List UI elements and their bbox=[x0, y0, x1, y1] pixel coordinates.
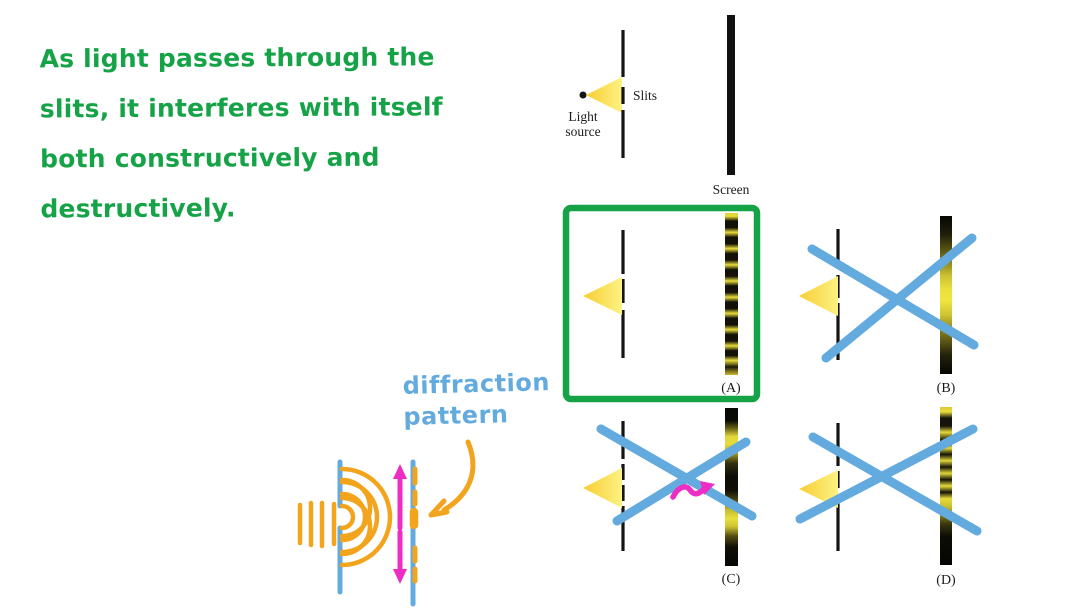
cross-out-mark bbox=[807, 233, 979, 363]
diffraction-pattern-strip bbox=[725, 408, 738, 566]
cross-out-mark bbox=[596, 424, 757, 526]
diffraction-pattern-strip bbox=[940, 216, 952, 374]
circular-wavefronts bbox=[339, 466, 393, 568]
option-b-panel: (B) bbox=[799, 216, 979, 396]
light-beam-triangle bbox=[583, 277, 622, 315]
cross-out-mark bbox=[795, 424, 982, 536]
light-beam-triangle bbox=[799, 276, 838, 316]
option-d-panel: (D) bbox=[795, 407, 982, 588]
note-line: destructively. bbox=[40, 193, 236, 224]
light-source-label-line1: Light bbox=[568, 109, 597, 124]
screen-bar bbox=[727, 15, 735, 175]
diffraction-pattern-label: diffraction pattern bbox=[402, 367, 551, 433]
pointer-arrow bbox=[428, 439, 476, 518]
light-beam-triangle bbox=[583, 468, 622, 508]
option-d-label: (D) bbox=[936, 573, 956, 588]
option-b-label: (B) bbox=[937, 381, 956, 396]
diffraction-label-line1: diffraction bbox=[402, 368, 551, 400]
handwritten-note: As light passes through the slits, it in… bbox=[39, 32, 580, 235]
correct-answer-box bbox=[562, 204, 761, 403]
light-beam-triangle bbox=[799, 470, 838, 508]
screen-label: Screen bbox=[713, 182, 750, 197]
bright-spots-sketch bbox=[409, 466, 419, 584]
annotation-arrow-magenta bbox=[670, 481, 715, 500]
note-line: As light passes through the bbox=[39, 42, 435, 74]
diffraction-pattern-strip bbox=[940, 407, 952, 565]
diffraction-label-line2: pattern bbox=[403, 400, 509, 431]
diffraction-pattern-strip bbox=[725, 213, 738, 375]
slits-label: Slits bbox=[633, 88, 657, 103]
spread-arrow bbox=[393, 464, 407, 584]
light-source-dot bbox=[579, 91, 587, 99]
option-a-label: (A) bbox=[721, 381, 741, 396]
light-source-label-line2: source bbox=[565, 124, 600, 139]
note-line: slits, it interferes with itself bbox=[39, 92, 443, 124]
option-c-panel: (C) bbox=[583, 408, 757, 587]
option-c-label: (C) bbox=[722, 572, 741, 587]
plane-wavefronts bbox=[297, 500, 337, 549]
diffraction-sketch bbox=[297, 439, 476, 607]
option-a-panel: (A) bbox=[562, 204, 761, 403]
note-line: both constructively and bbox=[40, 142, 380, 174]
setup-diagram: Slits Light source Screen bbox=[565, 15, 750, 197]
light-beam-triangle bbox=[586, 77, 622, 113]
